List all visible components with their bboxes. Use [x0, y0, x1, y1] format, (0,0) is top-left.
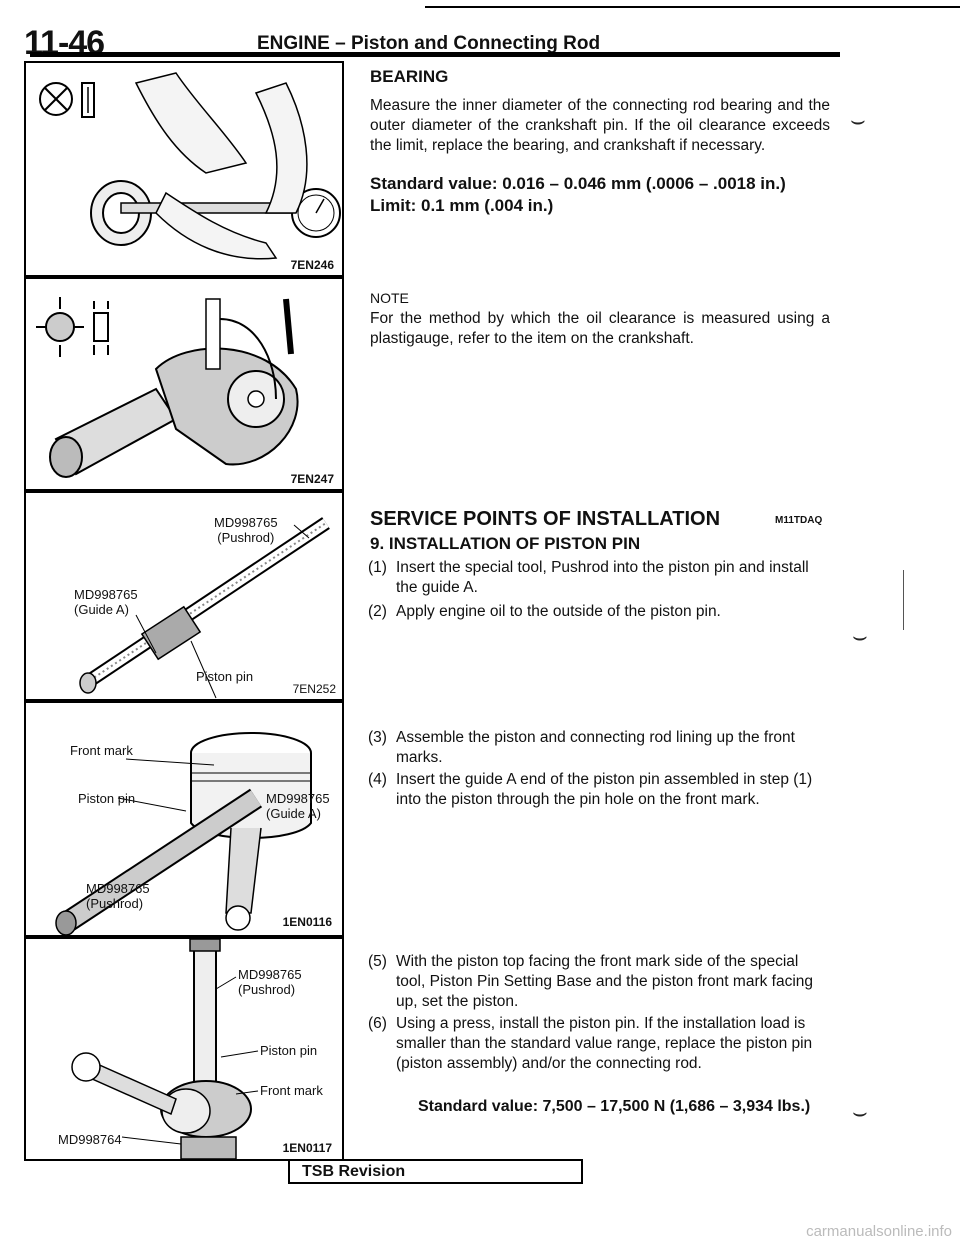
bore-gauge-illustration: [39, 72, 341, 260]
label-piston-pin: Piston pin: [196, 669, 254, 684]
step-number: (4): [368, 771, 387, 788]
step-text: Assemble the piston and connecting rod l…: [396, 729, 795, 766]
figure-piston-assembly: Front mark Piston pin MD998765 (Guide A)…: [24, 701, 344, 937]
bearing-heading: BEARING: [370, 67, 449, 86]
figure-column: 7EN246: [24, 61, 344, 1161]
step-2: (2) Apply engine oil to the outside of t…: [368, 602, 828, 622]
step-text: Apply engine oil to the outside of the p…: [396, 603, 721, 620]
service-heading: SERVICE POINTS OF INSTALLATION: [370, 508, 721, 530]
step-6: (6) Using a press, install the piston pi…: [368, 1014, 828, 1074]
label-piston-pin: Piston pin: [260, 1043, 318, 1058]
label-pushrod-tool: MD998765 (Pushrod): [86, 881, 150, 911]
margin-bracket-icon: ⌣: [850, 106, 866, 134]
header-rule: [30, 52, 840, 57]
step-text: With the piston top facing the front mar…: [396, 953, 814, 1010]
step-number: (1): [368, 559, 387, 576]
step-text: Insert the special tool, Pushrod into th…: [396, 559, 809, 596]
section-title: ENGINE – Piston and Connecting Rod: [257, 33, 601, 54]
step-text: Insert the guide A end of the piston pin…: [396, 771, 813, 808]
measure-symbol-icon: [39, 82, 95, 118]
bearing-standard-value: Standard value: 0.016 – 0.046 mm (.0006 …: [370, 174, 786, 193]
figure-crankshaft-pin: 7EN247: [24, 277, 344, 491]
step-4: (4) Insert the guide A end of the piston…: [368, 770, 828, 810]
tsb-revision-box: TSB Revision: [288, 1159, 583, 1184]
install-standard-value: Standard value: 7,500 – 17,500 N (1,686 …: [418, 1098, 811, 1115]
step-text: Using a press, install the piston pin. I…: [396, 1015, 813, 1072]
label-pushrod-tool: MD998765 (Pushrod): [214, 515, 278, 545]
label-pushrod-tool: MD998765 (Pushrod): [238, 967, 302, 997]
label-base-tool: MD998764: [58, 1132, 122, 1147]
figure-code: 7EN252: [292, 682, 336, 696]
figure-bore-gauge: 7EN246: [24, 61, 344, 277]
margin-bracket-icon: ⌣: [852, 1098, 868, 1126]
figure-press-install: MD998765 (Pushrod) Piston pin Front mark…: [24, 937, 344, 1161]
label-front-mark: Front mark: [70, 743, 133, 758]
page-number: 11-46: [24, 24, 105, 62]
installation-item: 9. INSTALLATION OF PISTON PIN: [370, 534, 641, 553]
bearing-limit: Limit: 0.1 mm (.004 in.): [370, 196, 554, 215]
figure-code: 1EN0116: [282, 915, 332, 929]
bearing-body: Measure the inner diameter of the connec…: [370, 97, 830, 154]
note-heading: NOTE: [370, 290, 409, 306]
label-guide-tool: MD998765 (Guide A): [74, 587, 138, 617]
label-front-mark: Front mark: [260, 1083, 323, 1098]
figure-code: 7EN247: [290, 472, 334, 486]
step-number: (5): [368, 953, 387, 970]
press-install-illustration: [71, 939, 259, 1159]
label-piston-pin: Piston pin: [78, 791, 136, 806]
piston-assembly-illustration: [55, 732, 312, 935]
header-top-rule: [425, 6, 960, 8]
step-1: (1) Insert the special tool, Pushrod int…: [368, 558, 828, 598]
tool-assembly-illustration: [79, 517, 330, 699]
margin-line: [903, 570, 904, 630]
step-number: (6): [368, 1015, 387, 1032]
crankshaft-illustration: [36, 297, 299, 478]
step-number: (2): [368, 603, 387, 620]
note-body: For the method by which the oil clearanc…: [370, 310, 830, 347]
figure-special-tool: MD998765 (Pushrod) MD998765 (Guide A) Pi…: [24, 491, 344, 701]
micrometer-symbol-icon: [36, 297, 109, 357]
service-code: M11TDAQ: [775, 515, 823, 526]
step-5: (5) With the piston top facing the front…: [368, 952, 828, 1012]
margin-bracket-icon: ⌣: [852, 622, 868, 650]
step-number: (3): [368, 729, 387, 746]
step-3: (3) Assemble the piston and connecting r…: [368, 728, 828, 768]
watermark: carmanualsonline.info: [806, 1223, 952, 1240]
label-guide-tool: MD998765 (Guide A): [266, 791, 330, 821]
figure-code: 1EN0117: [282, 1141, 332, 1155]
figure-code: 7EN246: [290, 258, 334, 272]
